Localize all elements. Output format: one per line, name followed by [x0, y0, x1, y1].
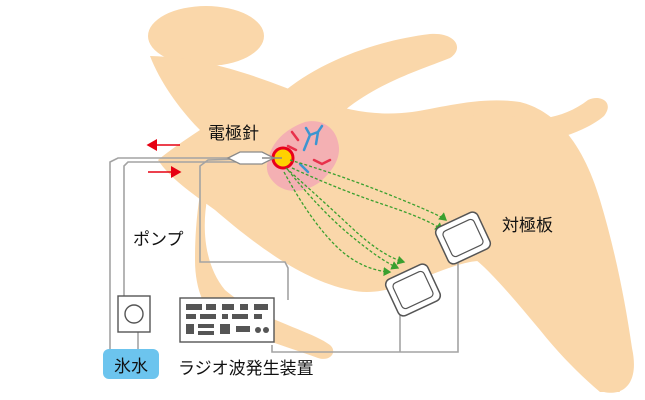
plate-cable-1 [271, 262, 459, 353]
ice-water-badge: 氷水 [103, 349, 159, 379]
current-path [287, 169, 400, 270]
inflow-tube [123, 161, 236, 296]
tubing [109, 157, 459, 353]
needle-cable [199, 157, 289, 300]
upper-arm [280, 33, 458, 110]
label-rf-generator: ラジオ波発生装置 [178, 359, 314, 379]
counter-electrode-plate [384, 263, 442, 317]
label-counter-electrode: 対極板 [502, 216, 553, 236]
outflow-tube [109, 157, 240, 352]
current-path [289, 159, 447, 221]
leg [470, 248, 620, 392]
pump-icon [117, 295, 151, 333]
generator-device [179, 297, 275, 343]
current-path [291, 167, 443, 231]
tumor-core [274, 149, 292, 167]
current-paths [283, 159, 447, 277]
counter-electrode-plate [434, 211, 492, 265]
label-pump: ポンプ [133, 230, 184, 250]
blood-vessels [286, 124, 332, 174]
label-electrode-needle: 電極針 [208, 124, 259, 144]
label-ice-water: 氷水 [114, 356, 148, 377]
head [148, 6, 264, 66]
electrode-needle [226, 151, 282, 165]
right-arm [460, 97, 608, 145]
body-silhouette [148, 6, 634, 393]
